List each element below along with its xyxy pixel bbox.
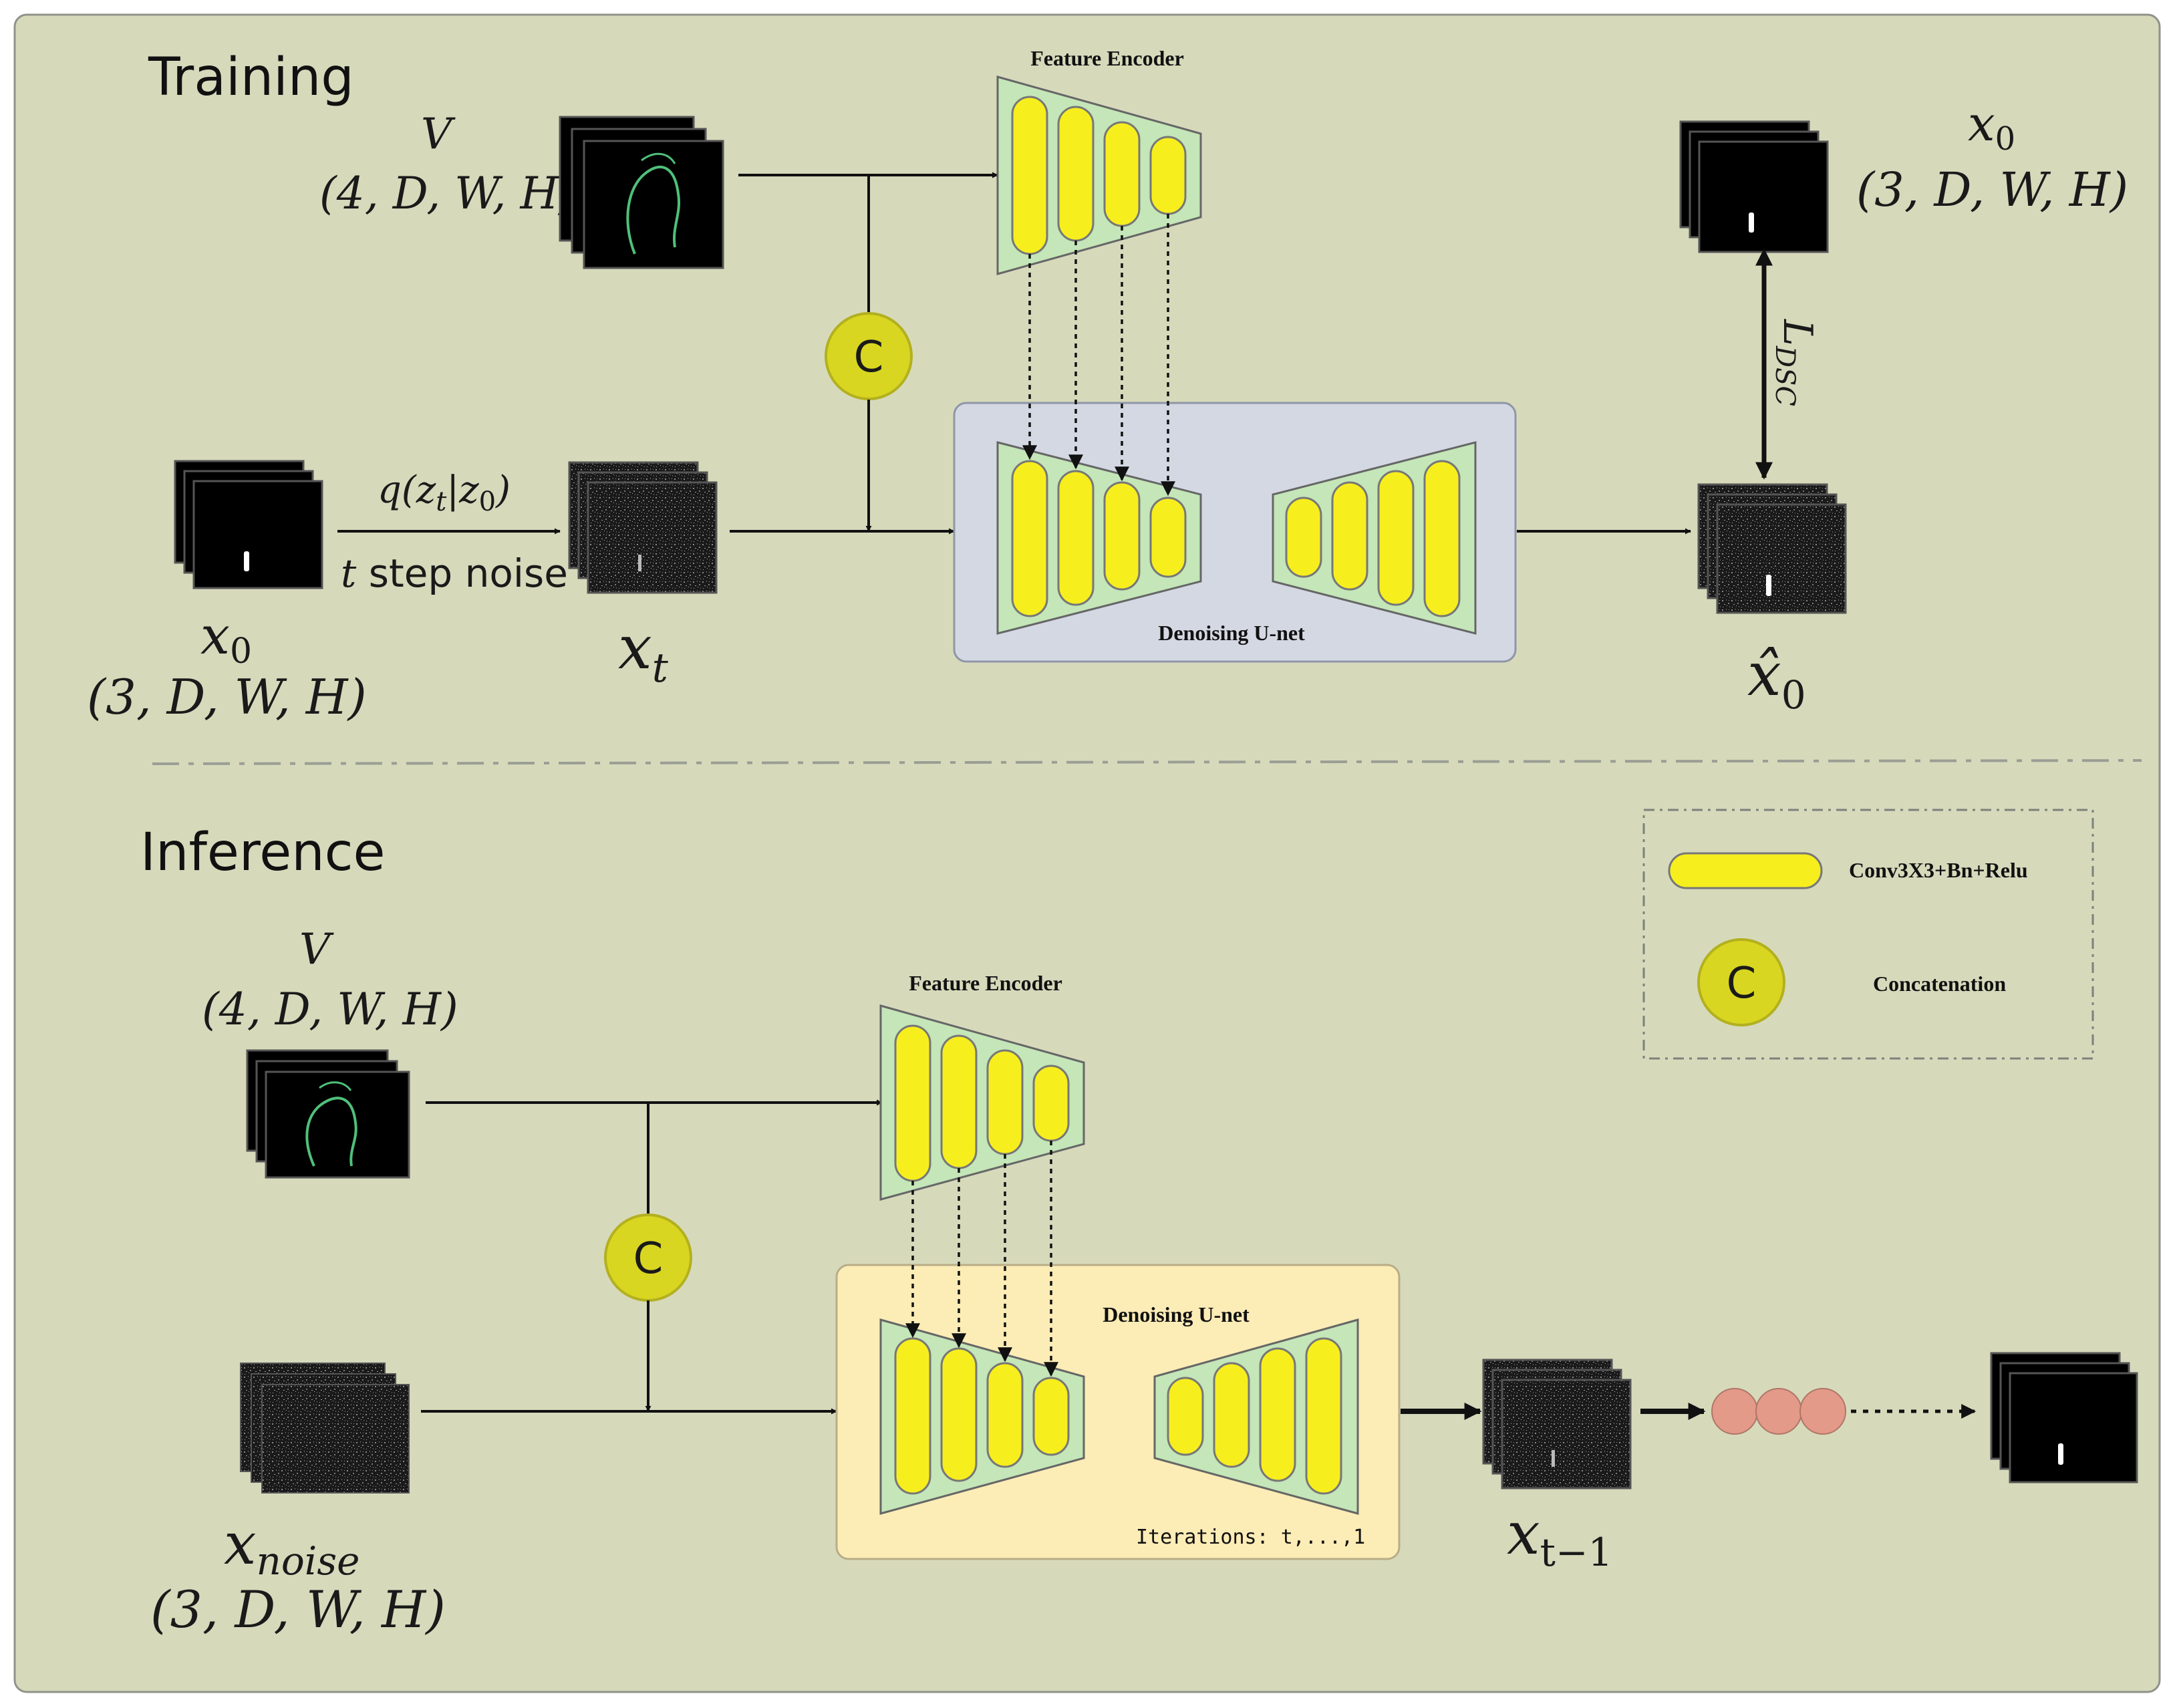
training-unet-decoder [1272, 441, 1477, 635]
training-unet-encoder [996, 441, 1202, 635]
training-xhat-image-stack [1697, 483, 1847, 614]
training-v-image-stack [559, 116, 724, 269]
training-x0-label: x0 [200, 606, 252, 672]
inference-iteration-dots [1711, 1388, 1846, 1435]
training-title: Training [148, 47, 354, 108]
training-target-shape: (3, D, W, H) [1856, 162, 2128, 217]
training-noise-label: t step noise [341, 551, 568, 596]
training-x0-shape: (3, D, W, H) [87, 669, 367, 725]
training-target-image-stack [1679, 120, 1829, 253]
inference-feature-encoder-label: Feature Encoder [909, 971, 1062, 995]
inference-v-label: V [299, 925, 334, 974]
legend-conv-swatch [1668, 852, 1823, 889]
training-target-label: x0 [1968, 96, 2015, 158]
inference-xnoise-shape: (3, D, W, H) [150, 1580, 446, 1639]
legend-concat-swatch [1697, 938, 1785, 1026]
legend-concat-symbol: C [1727, 959, 1757, 1008]
inference-skip-connections [905, 1141, 1058, 1377]
inference-final-image-stack [1990, 1352, 2138, 1483]
legend-box [1642, 809, 2094, 1060]
training-concat-symbol: C [854, 333, 884, 382]
inference-xt1-image-stack [1482, 1359, 1632, 1489]
training-concat-node [825, 312, 913, 400]
training-loss-label: LDSC [1769, 319, 1821, 406]
training-skip-connections [1022, 214, 1175, 496]
inference-xt1-label: xt−1 [1507, 1499, 1612, 1575]
inference-xnoise-image-stack [240, 1363, 410, 1493]
inference-denoising-unet-label: Denoising U-net [1103, 1302, 1250, 1326]
inference-title: Inference [140, 823, 386, 883]
training-forward-process-label: q(zt|z0) [378, 468, 511, 517]
training-v-label: V [421, 110, 456, 159]
training-v-shape: (4, D, W, H) [319, 168, 576, 219]
training-x0-image-stack [174, 460, 323, 589]
training-denoising-unet-label: Denoising U-net [1158, 621, 1305, 645]
inference-v-image-stack [246, 1049, 410, 1179]
legend-concat-label: Concatenation [1873, 972, 2006, 996]
training-xhat-label: x̂0 [1747, 639, 1806, 718]
training-xt-image-stack [568, 461, 718, 594]
legend-conv-label: Conv3X3+Bn+Relu [1849, 858, 2028, 882]
training-feature-encoder [996, 76, 1202, 275]
training-feature-encoder-label: Feature Encoder [1030, 46, 1184, 70]
inference-xnoise-label: xnoise [224, 1511, 359, 1584]
panel-background [13, 13, 2161, 1693]
training-xt-label: xt [618, 613, 669, 692]
inference-unet-encoder [879, 1318, 1085, 1515]
inference-iterations-label: Iterations: t,...,1 [1136, 1526, 1365, 1549]
inference-feature-encoder [879, 1004, 1085, 1201]
inference-unet-decoder [1153, 1318, 1359, 1515]
inference-concat-symbol: C [633, 1234, 664, 1284]
inference-v-shape: (4, D, W, H) [202, 984, 458, 1035]
